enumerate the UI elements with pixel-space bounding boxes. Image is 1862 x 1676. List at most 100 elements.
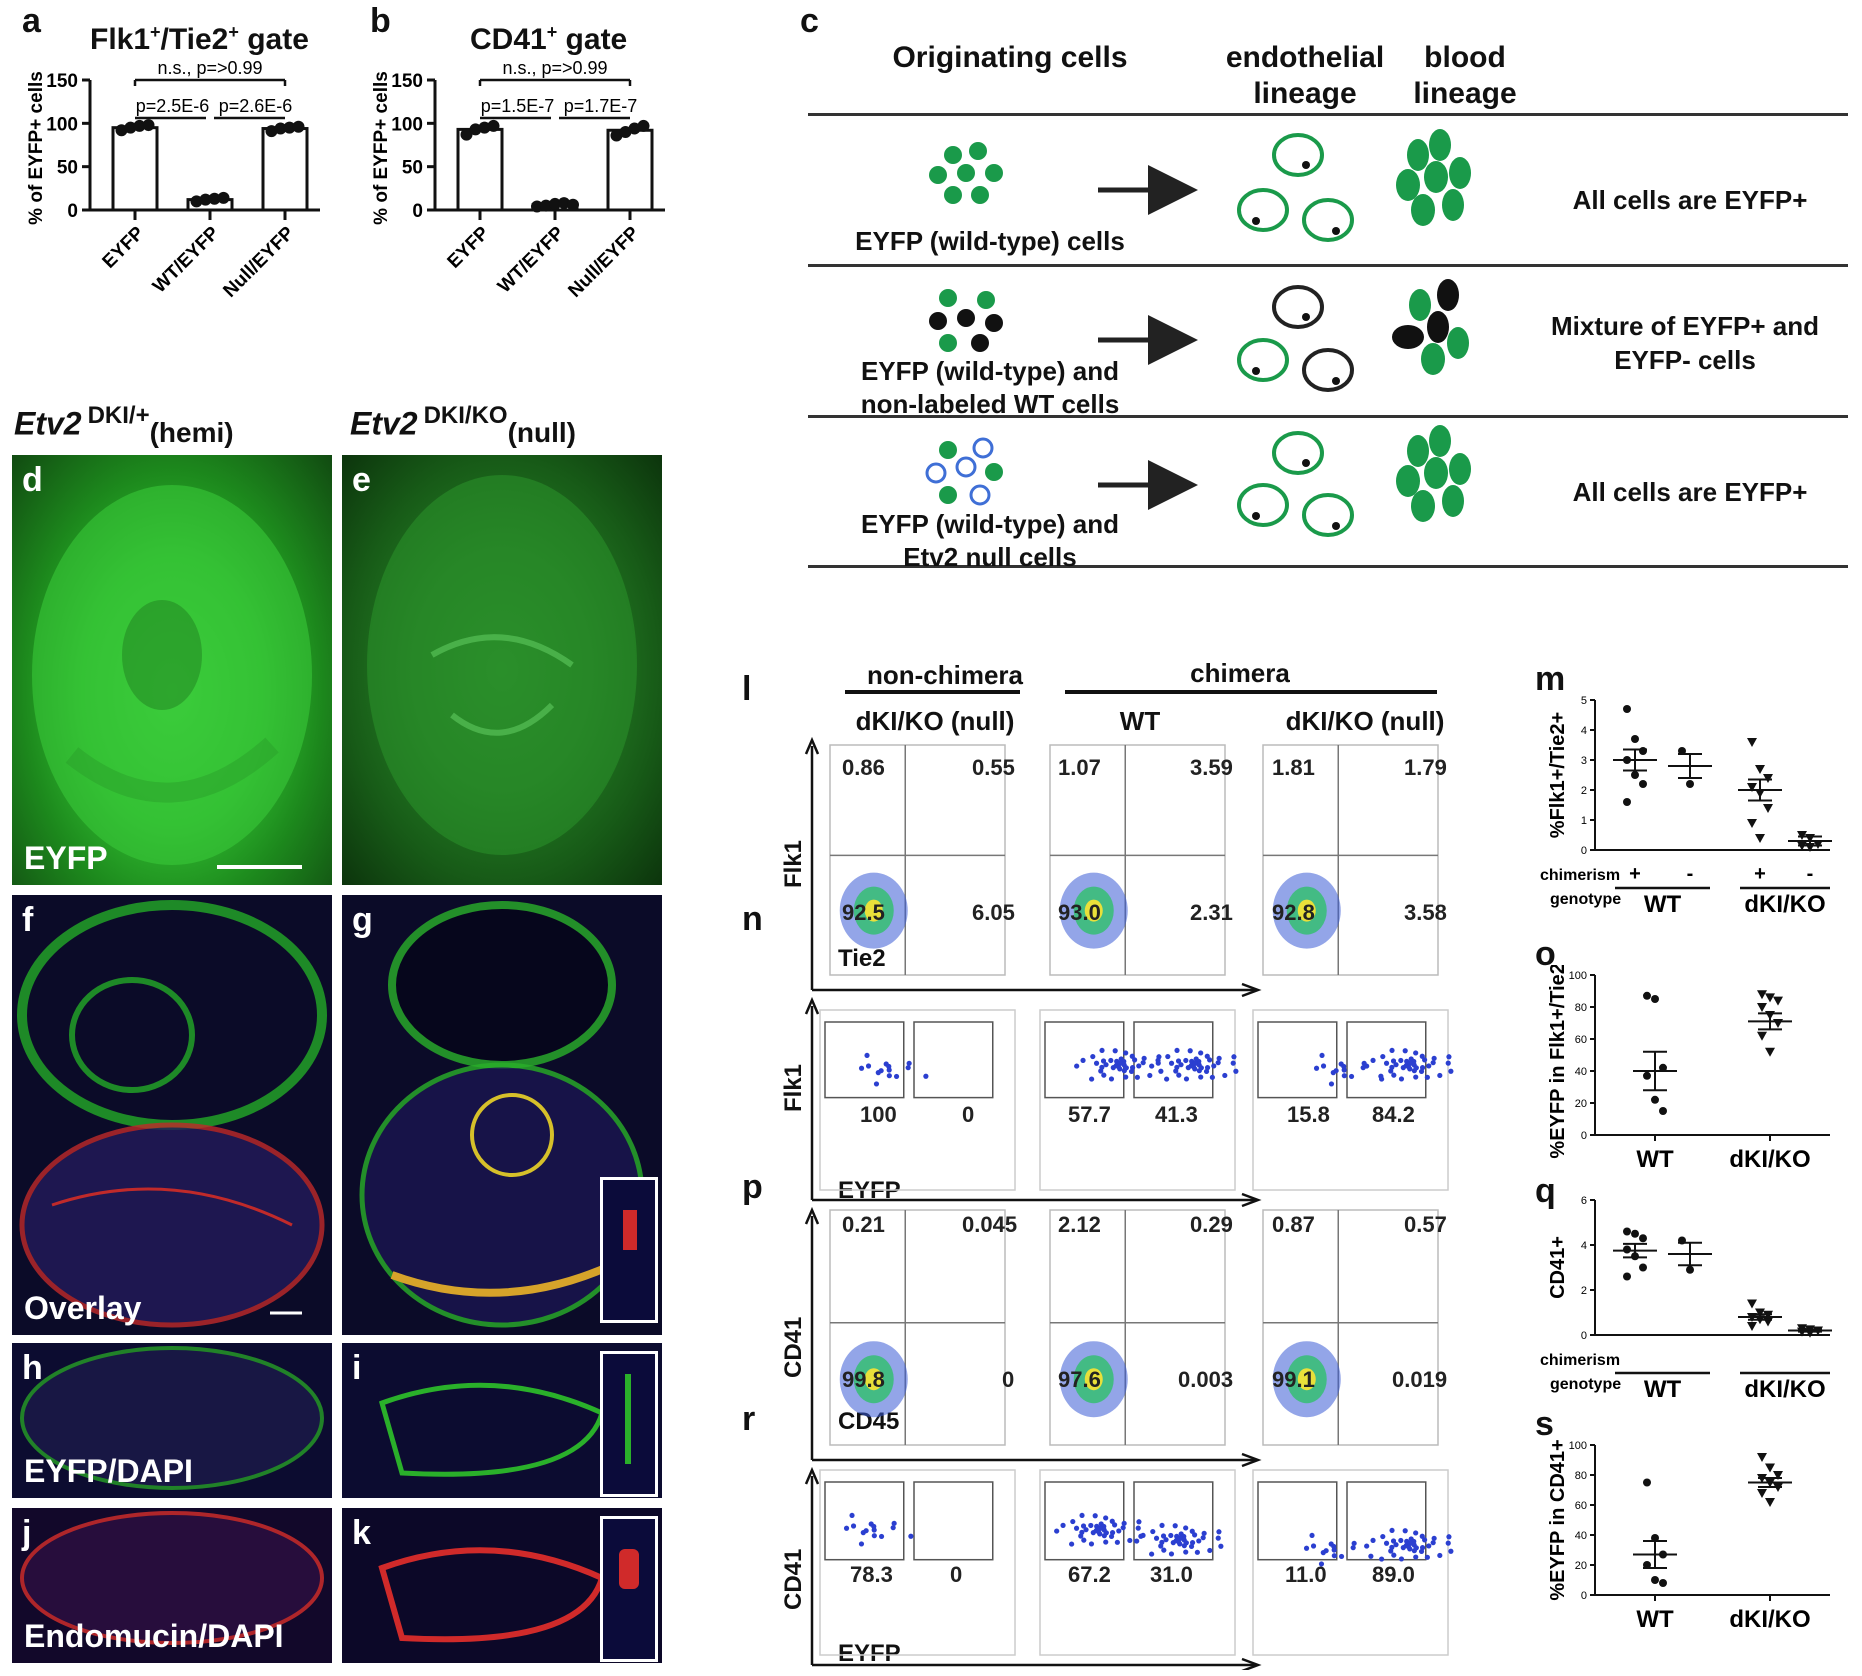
y-tick-label: 80 <box>1575 1470 1587 1482</box>
cell-dot <box>1159 1539 1165 1545</box>
cell-dot <box>1407 1060 1413 1066</box>
chimerism-sign: - <box>1687 863 1694 885</box>
cell-dot <box>1207 1547 1213 1554</box>
data-point <box>1765 993 1775 1003</box>
group-label: dKI/KO <box>1744 1376 1825 1403</box>
cell-dot <box>1370 1537 1376 1543</box>
cell-dot <box>1331 1553 1337 1559</box>
panel-letter-p: p <box>742 1168 763 1206</box>
data-point <box>1747 819 1757 828</box>
cell-dot <box>1364 1063 1370 1069</box>
y-tick-label: 50 <box>57 158 78 179</box>
arrow-head-icon <box>804 1466 820 1485</box>
facs-value: 92.5 <box>842 900 885 925</box>
y-tick-label: 0 <box>1581 1330 1587 1342</box>
cell-dot <box>1215 1060 1221 1066</box>
y-tick-label: 6 <box>1581 1195 1587 1207</box>
cell-dot <box>1174 1047 1180 1054</box>
header-blood-lineage: blood lineage <box>1413 41 1517 110</box>
sig-label-top: n.s., p=>0.99 <box>157 60 262 78</box>
cell-dot <box>1174 1064 1180 1070</box>
gene-name: Etv2 <box>350 405 418 442</box>
data-point <box>1643 1478 1651 1487</box>
cell-dot <box>1198 1065 1204 1071</box>
cell-dot <box>1150 1528 1156 1535</box>
facs-value: 11.0 <box>1285 1562 1327 1587</box>
column-title-1: dKI/KO (null) <box>855 706 1015 736</box>
data-point <box>1623 1272 1631 1281</box>
cell-dot <box>1165 1053 1171 1060</box>
facs-value: 89.0 <box>1372 1562 1415 1587</box>
facs-value: 0.045 <box>962 1212 1018 1237</box>
facs-plot-frame <box>819 1469 1016 1656</box>
cell-dot <box>1319 1052 1325 1059</box>
section-image-j: j Endomucin/DAPI <box>12 1508 332 1663</box>
cell-dot <box>1164 1076 1170 1082</box>
y-tick-label: 100 <box>391 114 423 135</box>
cell-dot <box>1430 1540 1436 1546</box>
cell-dot <box>858 1065 865 1071</box>
data-point <box>487 119 500 132</box>
facs-value: 31.0 <box>1150 1562 1193 1587</box>
data-point <box>1623 1245 1631 1254</box>
group-non-chimera: non-chimera <box>866 660 1024 690</box>
cell-dot <box>1398 1556 1405 1562</box>
cell-dot <box>1161 1547 1167 1553</box>
cell-dot <box>1140 1532 1146 1538</box>
cell-dot <box>1123 1074 1129 1080</box>
y-tick-label: 100 <box>46 114 78 135</box>
cell-dot <box>1348 1073 1355 1080</box>
embryo-image-d: d EYFP <box>12 455 332 885</box>
cell-dot <box>1218 1543 1224 1549</box>
data-point <box>265 125 278 138</box>
data-point <box>1765 1463 1775 1473</box>
cell-dot <box>1054 1528 1060 1534</box>
y-tick-label: 4 <box>1581 725 1587 737</box>
panel-letter-o: o <box>1535 935 1556 973</box>
facs-value: 100 <box>860 1102 897 1127</box>
cell-dot <box>1109 1530 1116 1536</box>
cell-dot <box>1176 1072 1182 1078</box>
data-point <box>1773 996 1783 1006</box>
cell-population <box>1297 899 1316 922</box>
cell-population <box>1297 1368 1316 1391</box>
gate-box <box>913 1021 994 1099</box>
cell-dot <box>1155 1057 1161 1063</box>
cell-dot <box>1192 1532 1198 1538</box>
data-point <box>1773 1471 1783 1480</box>
data-point <box>1623 798 1631 806</box>
blood-cells-row2 <box>1392 279 1469 375</box>
cell-dot <box>1153 1535 1160 1541</box>
group-label: WT <box>1644 891 1682 918</box>
cell-dot <box>1103 1530 1109 1536</box>
panel-a-title: Flk1+/Tie2+ gate <box>90 22 309 57</box>
cell-dot <box>1121 1520 1127 1526</box>
y-tick-label: 0 <box>412 201 423 222</box>
panel-letter-h: h <box>22 1349 43 1387</box>
label-eyfp: EYFP <box>24 840 108 876</box>
cell-dot <box>850 1523 857 1529</box>
data-point <box>1659 1107 1667 1115</box>
data-point <box>142 119 155 132</box>
cell-dot <box>1333 1068 1339 1074</box>
cell-dot <box>1134 1074 1140 1080</box>
facs-value: 57.7 <box>1068 1102 1111 1127</box>
facs-value: 1.79 <box>1404 755 1447 780</box>
cell-dot <box>1140 1060 1146 1066</box>
y-tick-label: 2 <box>1581 1285 1587 1297</box>
y-tick-label: 5 <box>1581 695 1587 707</box>
section-image-f: f Overlay <box>12 895 332 1335</box>
data-point <box>1651 995 1659 1003</box>
panel-letter-a: a <box>22 2 41 40</box>
title-sup: + <box>150 22 161 42</box>
facs-value: 0 <box>962 1102 975 1127</box>
cell-dot <box>1413 1065 1419 1071</box>
cell-dot <box>864 1052 870 1059</box>
data-point <box>199 193 212 206</box>
cell-dot <box>1216 1055 1222 1061</box>
cell-dot <box>1204 1065 1211 1071</box>
facs-plot-frame <box>1252 1469 1449 1656</box>
facs-plot-frame <box>1039 1009 1236 1191</box>
